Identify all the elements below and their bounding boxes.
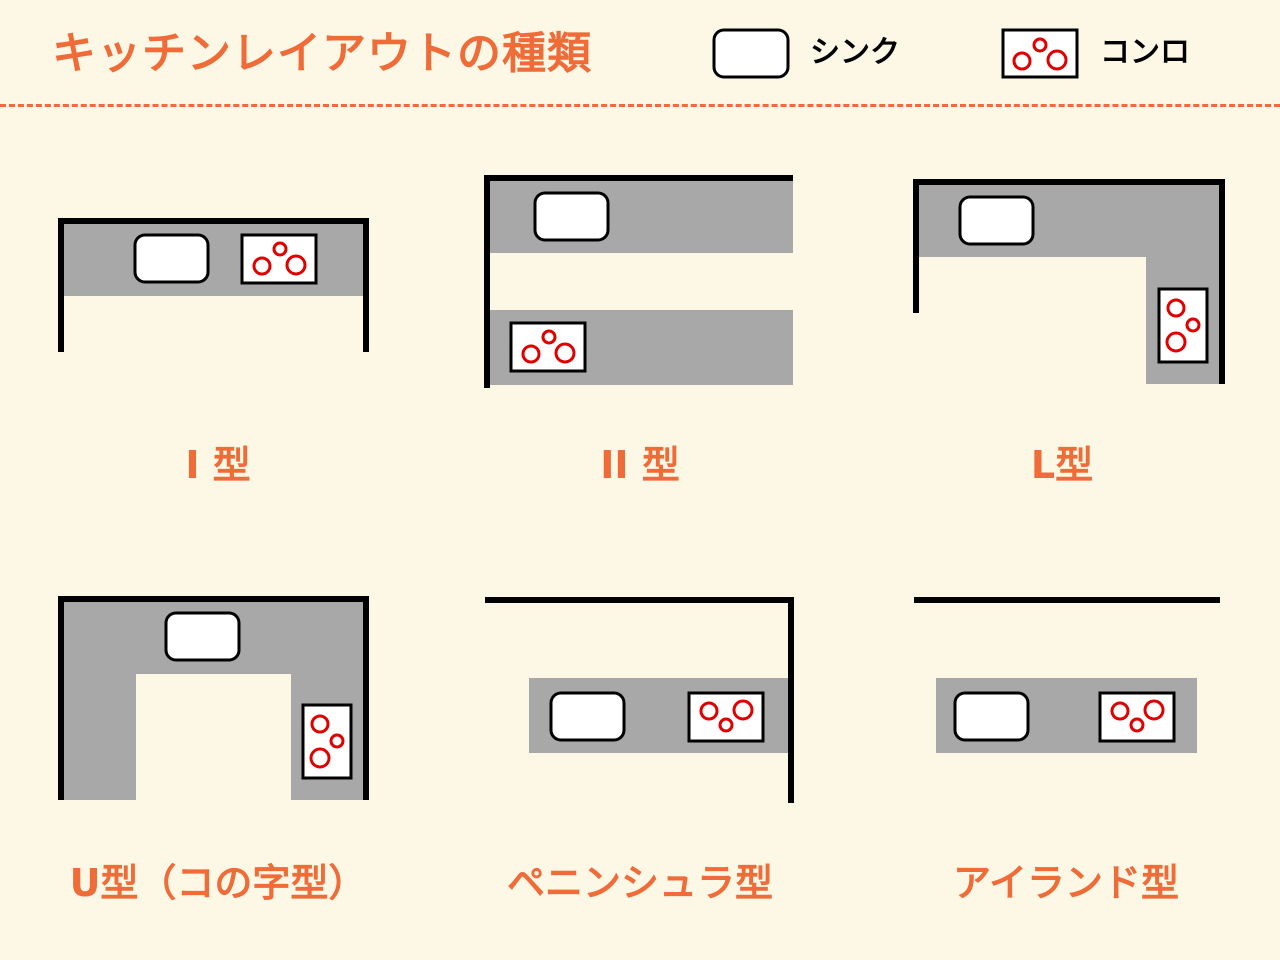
legend-stove-label: コンロ bbox=[1100, 35, 1190, 70]
layout-peninsula bbox=[485, 597, 794, 803]
layout-label-i: I 型 bbox=[185, 443, 251, 487]
legend-sink-label: シンク bbox=[810, 35, 900, 70]
layout-u-shape bbox=[58, 596, 369, 800]
stove-icon bbox=[240, 233, 318, 285]
stove-icon bbox=[1098, 691, 1176, 743]
stove-icon bbox=[509, 321, 587, 373]
layout-label-peninsula: ペニンシュラ型 bbox=[506, 861, 773, 905]
page-title: キッチンレイアウトの種類 bbox=[52, 28, 592, 79]
layout-label-l: L型 bbox=[1030, 443, 1094, 487]
legend-stove-icon bbox=[1001, 28, 1079, 79]
layout-l-shape bbox=[913, 179, 1225, 384]
layout-label-island: アイランド型 bbox=[952, 861, 1180, 905]
layout-label-ii: II 型 bbox=[600, 443, 680, 487]
stove-icon bbox=[687, 691, 765, 743]
layout-i-shape bbox=[58, 218, 369, 352]
stove-icon bbox=[1157, 287, 1209, 364]
layout-island bbox=[914, 597, 1220, 753]
header-divider bbox=[0, 104, 1280, 107]
legend-sink-icon bbox=[712, 28, 790, 79]
stove-icon bbox=[301, 703, 353, 780]
layout-label-u: U型（コの字型） bbox=[69, 861, 367, 905]
layout-ii-shape bbox=[484, 175, 793, 388]
